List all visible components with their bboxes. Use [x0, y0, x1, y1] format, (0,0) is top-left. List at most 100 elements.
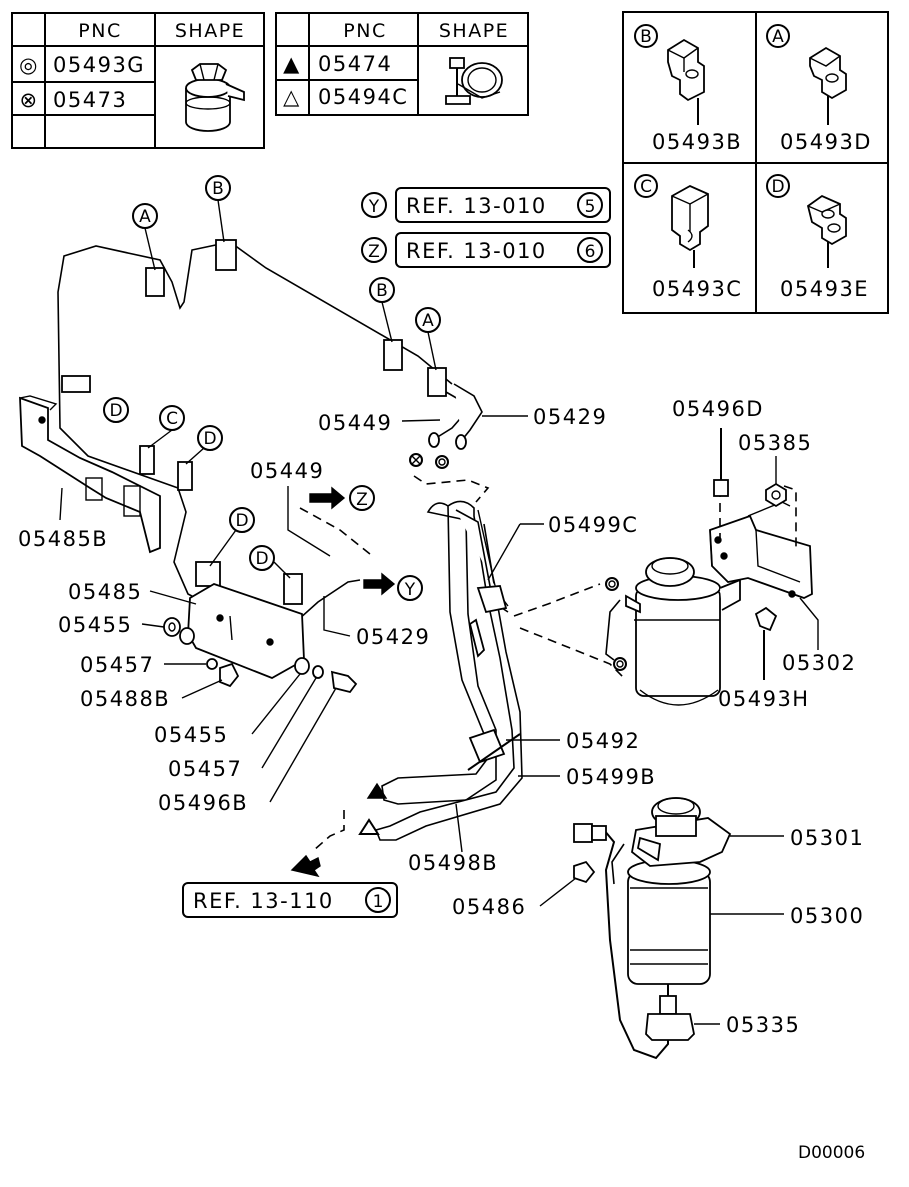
- label-05492: 05492: [566, 729, 640, 753]
- clip-markers: A B B A D C D D D: [103, 175, 441, 579]
- fuel-pipe-assembly: [57, 239, 483, 621]
- label-05385: 05385: [738, 431, 812, 455]
- ref-marker-y: Y: [404, 580, 416, 600]
- pnc-shape-table-right: PNC SHAPE ▲ 05474 △ 05494C: [275, 12, 529, 116]
- marker-b: B: [376, 281, 388, 301]
- ref-num: 6: [585, 242, 596, 262]
- fuel-filter-lower: [573, 797, 732, 1060]
- label-05498b: 05498B: [408, 851, 498, 875]
- arrow-to-y: Y: [363, 572, 423, 601]
- ref-text: REF. 13-010: [406, 239, 547, 263]
- marker-b: B: [212, 179, 224, 199]
- label-05485b: 05485B: [18, 527, 108, 551]
- marker-d: D: [203, 429, 216, 449]
- marker-d: D: [109, 401, 122, 421]
- ref-num: 1: [373, 892, 384, 912]
- label-05496d: 05496D: [672, 397, 764, 421]
- bracket-05302: [709, 428, 813, 680]
- label-05429b: 05429: [356, 625, 430, 649]
- symbol-double-circle: ◎: [19, 53, 39, 77]
- clip-a-icon: [809, 46, 847, 100]
- pnc-shape-table-left: PNC SHAPE ◎ 05493G ⊗ 05473: [11, 12, 265, 149]
- ref-13-110: REF. 13-110 1: [182, 882, 398, 918]
- pipe-clip: [145, 267, 165, 297]
- marker-d: D: [235, 511, 248, 531]
- ref-text: REF. 13-010: [406, 194, 547, 218]
- pipe-clip: [283, 573, 303, 605]
- label-05457b: 05457: [168, 757, 242, 781]
- fitting-symbols: [409, 453, 490, 503]
- label-05499c: 05499C: [548, 513, 638, 537]
- shape-header: SHAPE: [175, 20, 245, 42]
- pipe-clip: [139, 445, 155, 475]
- pnc-cell: 05493G: [53, 53, 145, 77]
- part-labels: 05429 05449 05496D 05385 05485B 05449 05…: [18, 397, 864, 1037]
- grommets-center: [294, 657, 358, 694]
- clip-d-icon: [806, 194, 847, 246]
- fuel-filter-upper: [513, 557, 741, 706]
- pnc-cell: 05474: [318, 52, 392, 76]
- label-05301: 05301: [790, 826, 864, 850]
- label-05496b: 05496B: [158, 791, 248, 815]
- label-05455b: 05455: [154, 723, 228, 747]
- ref-text: REF. 13-110: [193, 889, 334, 913]
- triangle-symbols: [290, 782, 388, 878]
- pipe-clip: [195, 561, 221, 587]
- arrow-to-z: Z: [299, 485, 375, 555]
- ref-marker-z: Z: [356, 490, 368, 510]
- label-05449b: 05449: [250, 459, 324, 483]
- hose-clamp-shape-icon: [185, 63, 245, 132]
- ref-z: Z REF. 13-010 6: [361, 232, 611, 268]
- clip-c-icon: [671, 184, 709, 252]
- label-05488b: 05488B: [80, 687, 170, 711]
- pnc-header: PNC: [343, 20, 386, 42]
- label-05455: 05455: [58, 613, 132, 637]
- clip-pnc-a: 05493D: [780, 130, 872, 154]
- ref-marker-z: Z: [368, 242, 380, 262]
- marker-d: D: [255, 549, 268, 569]
- pipe-clip: [215, 239, 237, 271]
- label-05300: 05300: [790, 904, 864, 928]
- label-05486: 05486: [452, 895, 526, 919]
- marker-a: A: [139, 207, 151, 227]
- marker-a: A: [422, 311, 434, 331]
- symbol-open-triangle: △: [283, 85, 301, 109]
- ref-marker-y: Y: [368, 197, 380, 217]
- pnc-header: PNC: [78, 20, 121, 42]
- pnc-cell: 05473: [53, 88, 127, 112]
- vertical-hoses: [374, 500, 523, 841]
- ref-y: Y REF. 13-010 5: [361, 187, 611, 223]
- label-05449: 05449: [318, 411, 392, 435]
- clip-letter-c: C: [640, 177, 652, 197]
- pipe-clip: [177, 461, 193, 491]
- clip-pnc-c: 05493C: [652, 277, 742, 301]
- bracket-05485b: [19, 395, 161, 554]
- label-05429: 05429: [533, 405, 607, 429]
- label-05499b: 05499B: [566, 765, 656, 789]
- clip-letter-d: D: [771, 177, 784, 197]
- drawing-code: D00006: [798, 1143, 865, 1163]
- ref-num: 5: [585, 197, 596, 217]
- pnc-cell: 05494C: [318, 85, 408, 109]
- pipe-clip: [427, 367, 447, 397]
- label-05457: 05457: [80, 653, 154, 677]
- grommets-left: [163, 617, 240, 688]
- symbol-filled-triangle: ▲: [283, 52, 301, 76]
- marker-c: C: [166, 409, 178, 429]
- label-05302: 05302: [782, 651, 856, 675]
- label-05493h: 05493H: [718, 687, 810, 711]
- clip-letter-b: B: [640, 27, 652, 47]
- bolt-clamp-shape-icon: [445, 57, 503, 105]
- pipe-clip: [383, 339, 403, 371]
- clip-legend: B 05493B A 05493D C 05493C: [622, 11, 889, 314]
- pipe-clip: [61, 375, 91, 393]
- shape-header: SHAPE: [439, 20, 509, 42]
- clip-b-icon: [667, 38, 705, 102]
- symbol-crossed-circle: ⊗: [19, 88, 38, 112]
- clip-pnc-d: 05493E: [780, 277, 869, 301]
- label-05335: 05335: [726, 1013, 800, 1037]
- clip-pnc-b: 05493B: [652, 130, 742, 154]
- label-05485: 05485: [68, 580, 142, 604]
- clip-letter-a: A: [772, 27, 784, 47]
